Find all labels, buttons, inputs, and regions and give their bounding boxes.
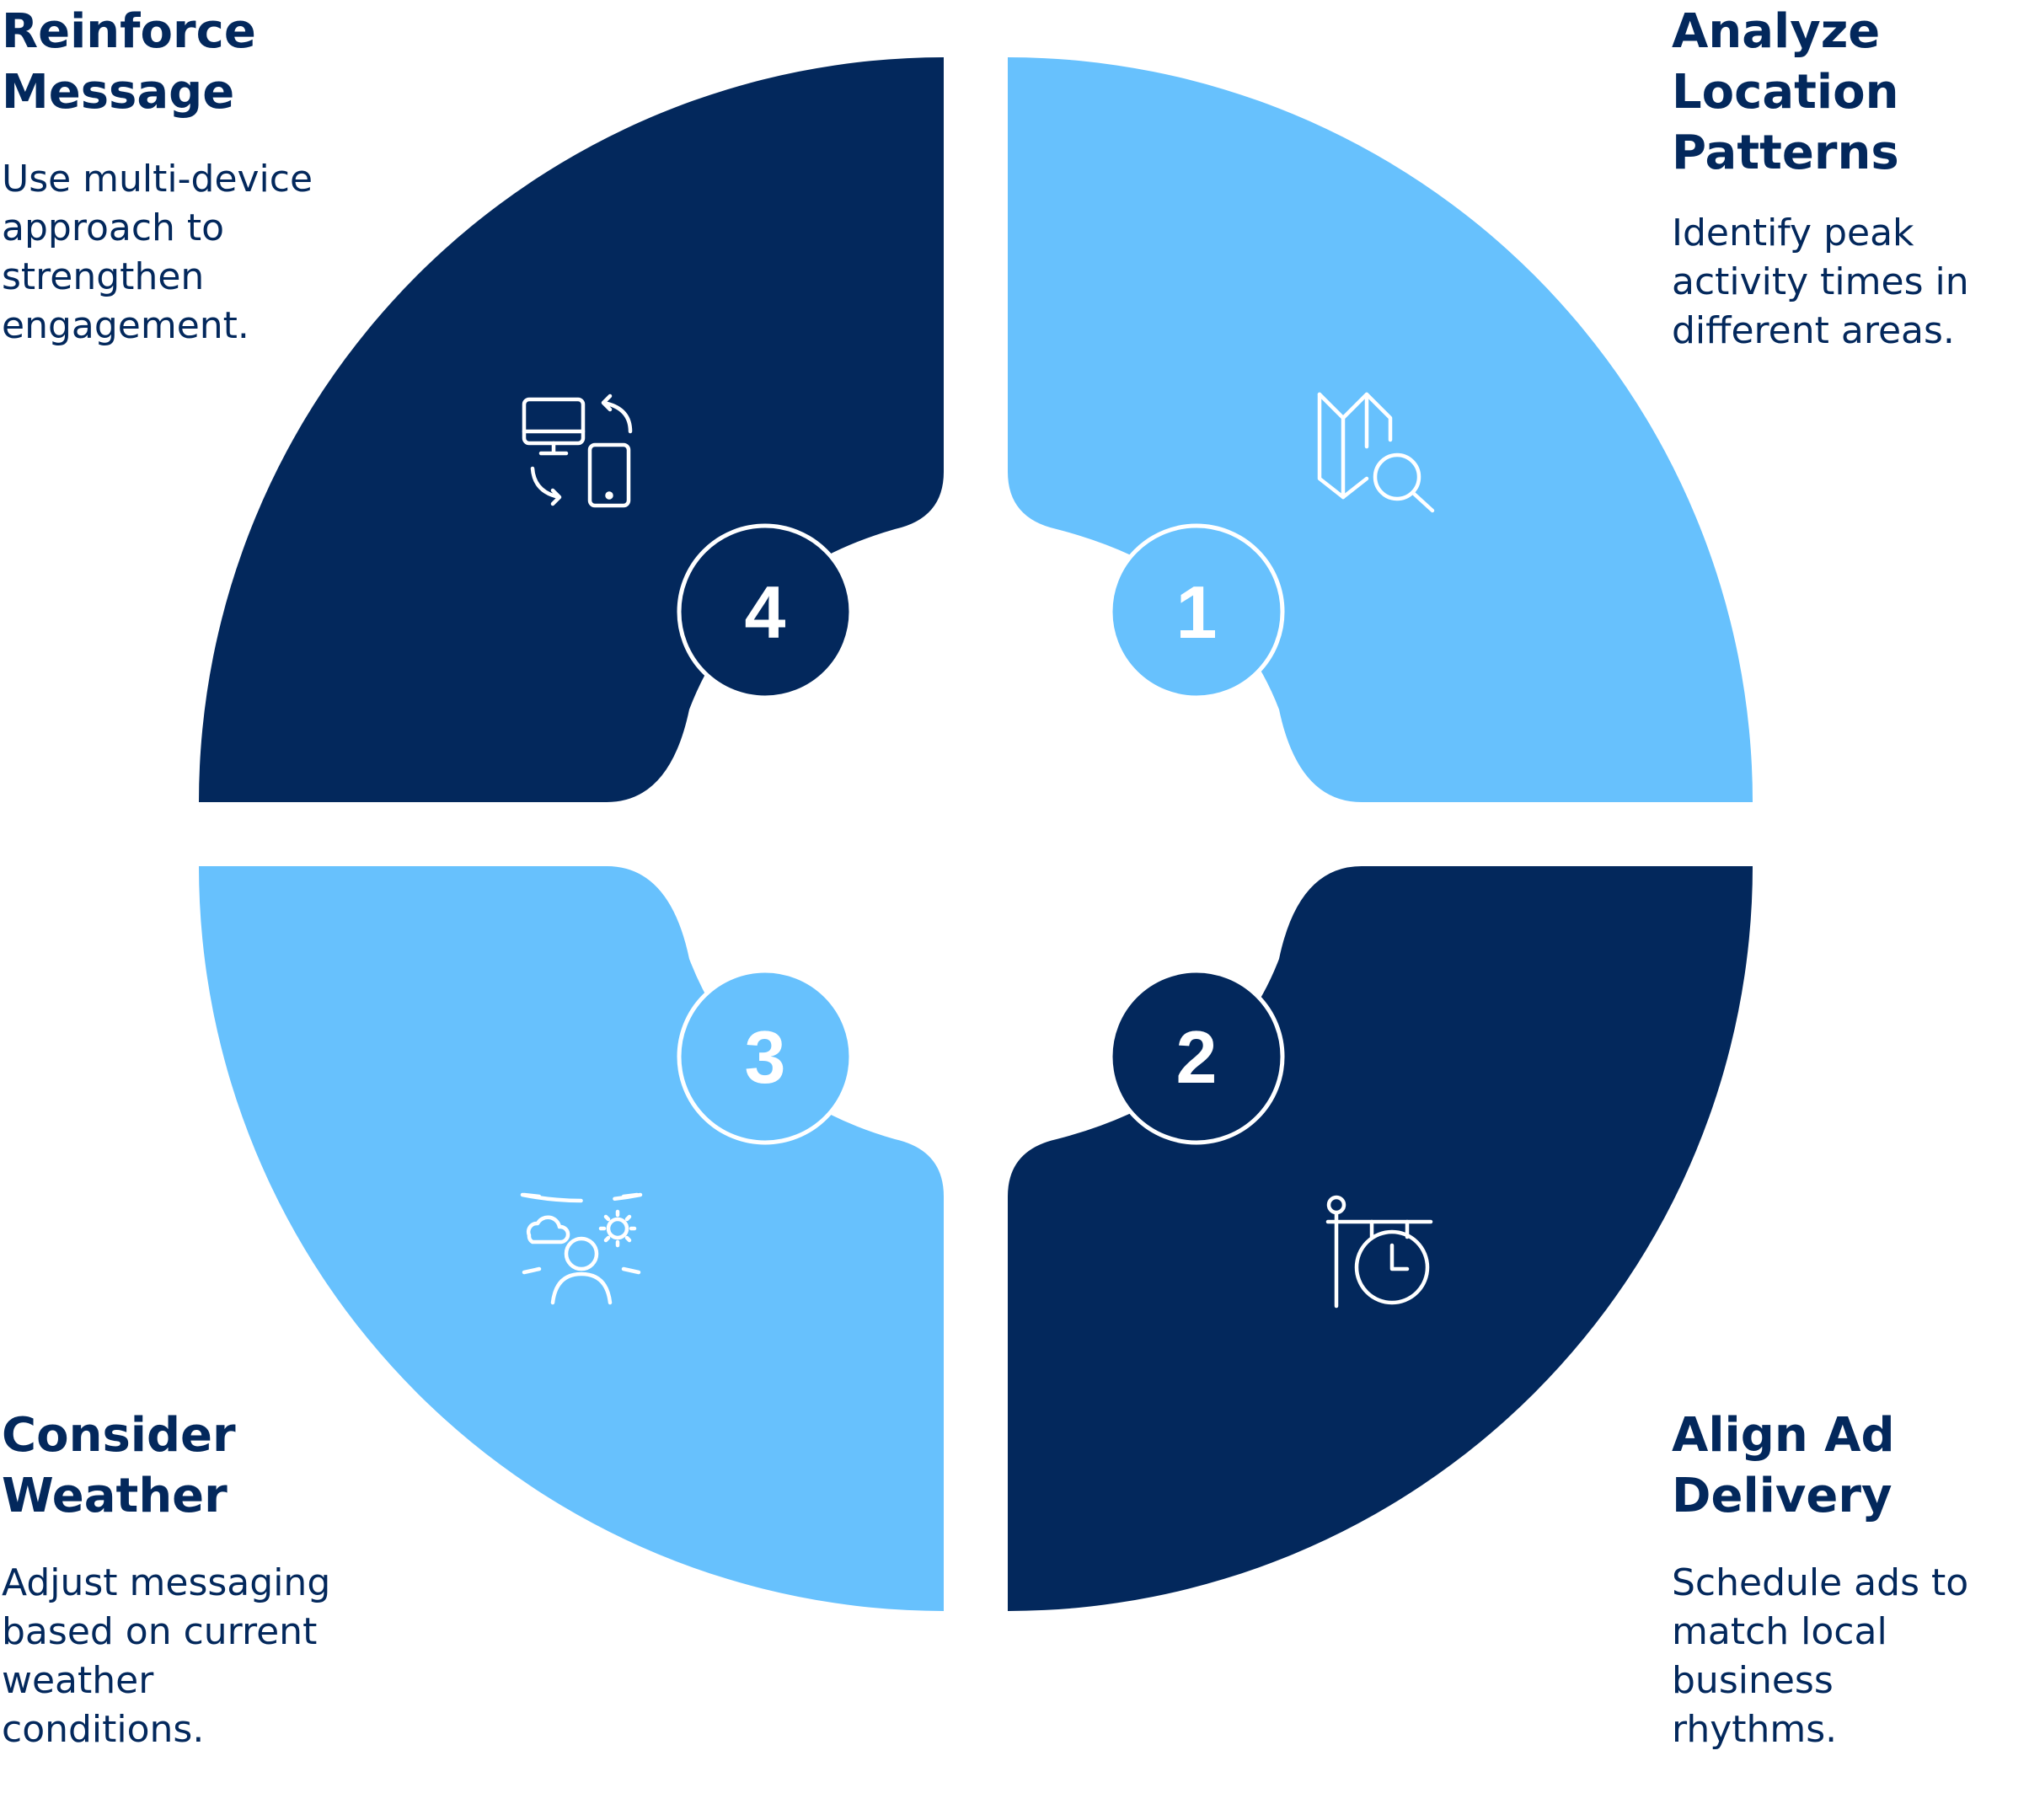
- step-badge-4: 4: [677, 523, 854, 700]
- step-badge-1: 1: [1108, 523, 1285, 700]
- map-search-icon: [1317, 392, 1435, 513]
- step-card-1: Analyze Location Patterns Identify peak …: [1672, 2, 2017, 356]
- step-number-1: 1: [1176, 570, 1218, 654]
- quadrant-1: [1008, 57, 1753, 802]
- hanging-clock-sign-icon: [1325, 1195, 1433, 1309]
- step-title-2: Align Ad Delivery: [1672, 1408, 1895, 1523]
- person-weather-icon: [520, 1192, 643, 1305]
- step-title-4: Reinforce Message: [2, 4, 256, 120]
- step-description-4: Use multi-device approach to strengthen …: [2, 158, 313, 347]
- step-number-4: 4: [745, 570, 786, 654]
- step-badge-2: 2: [1108, 968, 1285, 1145]
- step-number-2: 2: [1176, 1015, 1218, 1099]
- step-description-2: Schedule ads to match local business rhy…: [1672, 1561, 1969, 1751]
- step-number-3: 3: [745, 1015, 786, 1099]
- quadrant-3: [199, 866, 944, 1611]
- step-card-2: Align Ad Delivery Schedule ads to match …: [1672, 1405, 2017, 1754]
- step-title-3: Consider Weather: [2, 1408, 236, 1523]
- step-description-3: Adjust messaging based on current weathe…: [2, 1561, 331, 1751]
- step-badge-3: 3: [677, 968, 854, 1145]
- step-title-1: Analyze Location Patterns: [1672, 4, 1899, 180]
- step-card-4: Reinforce Message Use multi-device appro…: [2, 2, 372, 351]
- step-card-3: Consider Weather Adjust messaging based …: [2, 1405, 372, 1754]
- quadrant-2: [1008, 866, 1753, 1611]
- multi-device-sync-icon: [522, 393, 633, 508]
- step-description-1: Identify peak activity times in differen…: [1672, 211, 1969, 352]
